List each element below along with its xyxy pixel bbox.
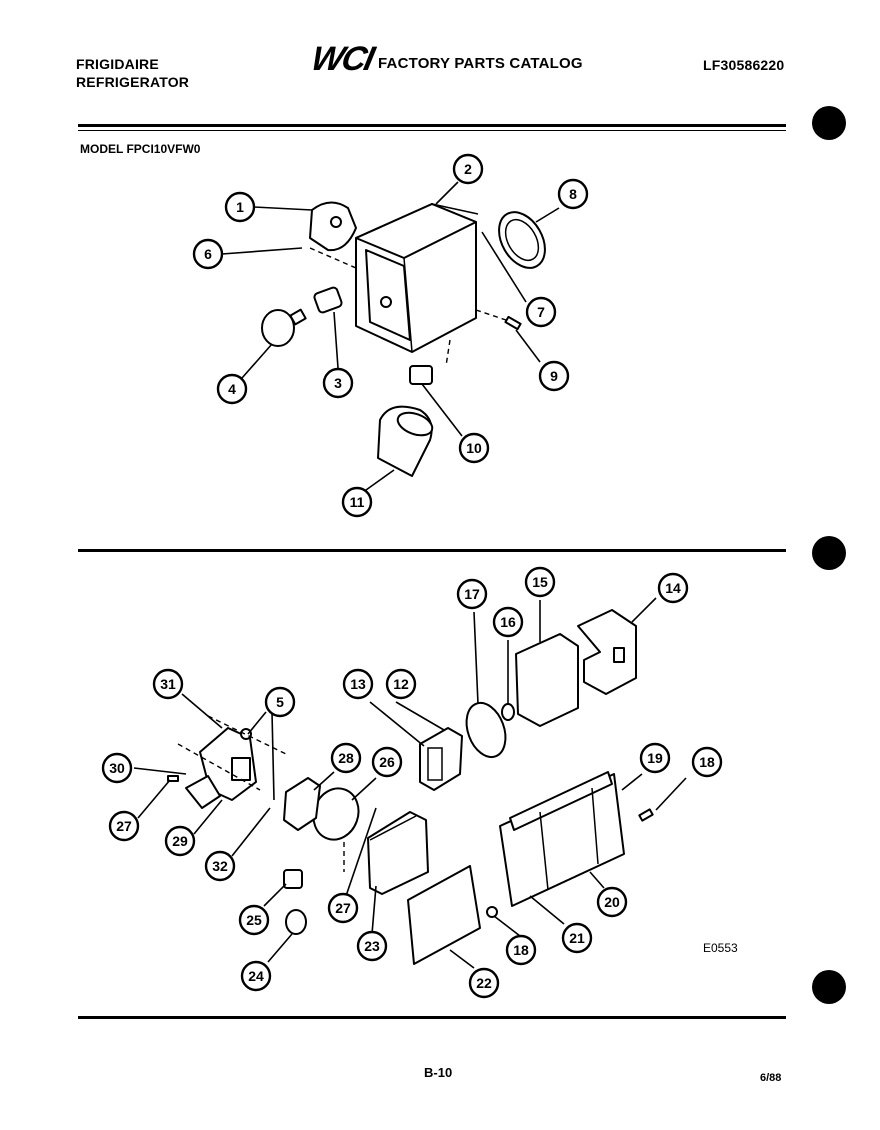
callout-1: 1	[224, 191, 256, 223]
figure-code: E0553	[703, 941, 738, 955]
header-rule	[78, 124, 786, 127]
callout-9: 9	[538, 360, 570, 392]
callout-2: 2	[452, 153, 484, 185]
catalog-title: FACTORY PARTS CATALOG	[378, 55, 583, 72]
binder-hole-bottom	[812, 970, 846, 1004]
svg-text:27: 27	[335, 900, 351, 916]
svg-text:25: 25	[246, 912, 262, 928]
svg-text:14: 14	[665, 580, 681, 596]
svg-text:12: 12	[393, 676, 409, 692]
svg-text:3: 3	[334, 375, 342, 391]
svg-text:29: 29	[172, 833, 188, 849]
revision-date: 6/88	[760, 1072, 782, 1084]
svg-text:26: 26	[379, 754, 395, 770]
callout-13: 13	[342, 668, 374, 700]
svg-text:27: 27	[116, 818, 132, 834]
top-assembly-parts	[221, 181, 560, 491]
callout-19: 19	[639, 742, 671, 774]
svg-text:28: 28	[338, 750, 354, 766]
footer-rule	[78, 1016, 786, 1019]
callout-23: 23	[356, 930, 388, 962]
callout-7: 7	[525, 296, 557, 328]
callout-32: 32	[204, 850, 236, 882]
callout-22: 22	[468, 967, 500, 999]
svg-text:24: 24	[248, 968, 264, 984]
callout-5: 5	[264, 686, 296, 718]
callout-20: 20	[596, 886, 628, 918]
svg-text:5: 5	[276, 694, 284, 710]
svg-text:8: 8	[569, 186, 577, 202]
callout-17: 17	[456, 578, 488, 610]
callout-6: 6	[192, 238, 224, 270]
svg-text:17: 17	[464, 586, 480, 602]
svg-text:4: 4	[228, 381, 236, 397]
callout-11: 11	[341, 486, 373, 518]
svg-text:10: 10	[466, 440, 482, 456]
svg-text:1: 1	[236, 199, 244, 215]
svg-text:13: 13	[350, 676, 366, 692]
svg-text:11: 11	[350, 494, 365, 510]
svg-text:32: 32	[212, 858, 228, 874]
callout-26: 26	[371, 746, 403, 778]
svg-text:19: 19	[647, 750, 663, 766]
page-number: B-10	[424, 1065, 453, 1080]
model-number: MODEL FPCI10VFW0	[80, 142, 201, 156]
svg-text:30: 30	[109, 760, 125, 776]
header-rule-thin	[78, 130, 786, 131]
callout-16: 16	[492, 606, 524, 638]
svg-text:22: 22	[476, 975, 492, 991]
callout-14: 14	[657, 572, 689, 604]
svg-text:2: 2	[464, 161, 472, 177]
svg-text:15: 15	[532, 574, 548, 590]
callout-18-right: 18	[691, 746, 723, 778]
callout-28: 28	[330, 742, 362, 774]
callout-31: 31	[152, 668, 184, 700]
callout-24: 24	[240, 960, 272, 992]
callout-27-left: 27	[108, 810, 140, 842]
product-type: REFRIGERATOR	[76, 74, 190, 90]
svg-text:31: 31	[160, 676, 176, 692]
callout-8: 8	[557, 178, 589, 210]
svg-text:20: 20	[604, 894, 620, 910]
callout-4: 4	[216, 373, 248, 405]
binder-hole-middle	[812, 536, 846, 570]
svg-text:21: 21	[569, 930, 585, 946]
callout-18-lower: 18	[505, 934, 537, 966]
callout-27-right: 27	[327, 892, 359, 924]
callout-25: 25	[238, 904, 270, 936]
binder-hole-top	[812, 106, 846, 140]
svg-text:9: 9	[550, 368, 558, 384]
svg-text:7: 7	[537, 304, 545, 320]
svg-text:18: 18	[513, 942, 529, 958]
callout-3: 3	[322, 367, 354, 399]
callout-21: 21	[561, 922, 593, 954]
callout-30: 30	[101, 752, 133, 784]
section-divider	[78, 549, 786, 552]
callout-12: 12	[385, 668, 417, 700]
callout-10: 10	[458, 432, 490, 464]
svg-text:18: 18	[699, 754, 715, 770]
svg-text:6: 6	[204, 246, 212, 262]
svg-text:16: 16	[500, 614, 516, 630]
catalog-number: LF30586220	[703, 57, 785, 73]
callout-15: 15	[524, 566, 556, 598]
brand-name: FRIGIDAIRE	[76, 56, 159, 72]
bottom-assembly-parts	[133, 597, 687, 969]
svg-text:23: 23	[364, 938, 380, 954]
callout-29: 29	[164, 825, 196, 857]
